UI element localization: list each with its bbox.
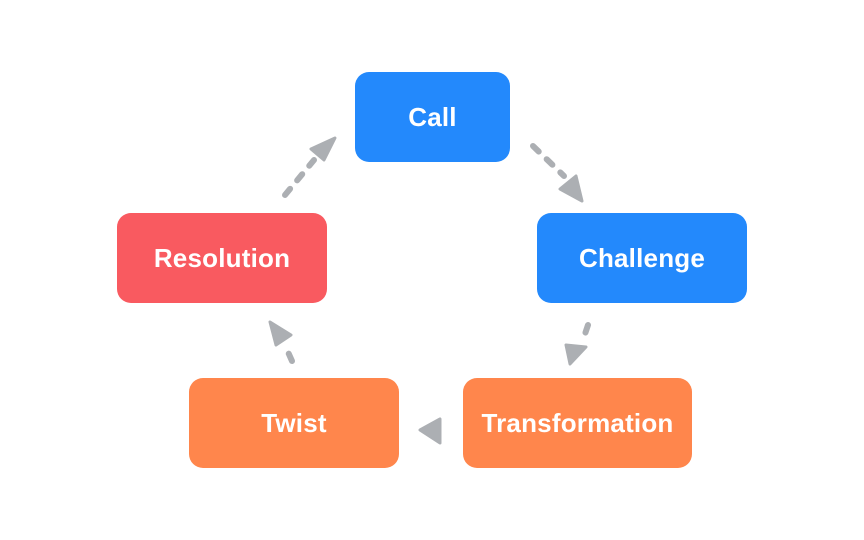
resolution-label: Resolution — [153, 242, 291, 273]
resolution-node: Resolution — [117, 213, 327, 303]
edge-resolution-to-call — [282, 157, 317, 198]
arrowhead-twist-icon — [418, 417, 442, 445]
arrowhead-resolution-icon — [268, 320, 293, 347]
arrowhead-call-icon — [309, 136, 337, 162]
challenge-node: Challenge — [537, 213, 747, 303]
transformation-node: Transformation — [463, 378, 692, 468]
twist-label: Twist — [261, 407, 327, 438]
call-label: Call — [408, 101, 457, 132]
challenge-label: Challenge — [578, 242, 706, 273]
edge-call-to-challenge — [530, 143, 567, 179]
edge-twist-to-resolution — [285, 349, 295, 364]
transformation-label: Transformation — [481, 407, 674, 438]
call-node: Call — [355, 72, 510, 162]
arrowhead-challenge-icon — [558, 174, 584, 203]
twist-node: Twist — [189, 378, 399, 468]
edge-challenge-to-transformation — [579, 322, 591, 346]
arrowhead-transformation-icon — [564, 343, 588, 366]
